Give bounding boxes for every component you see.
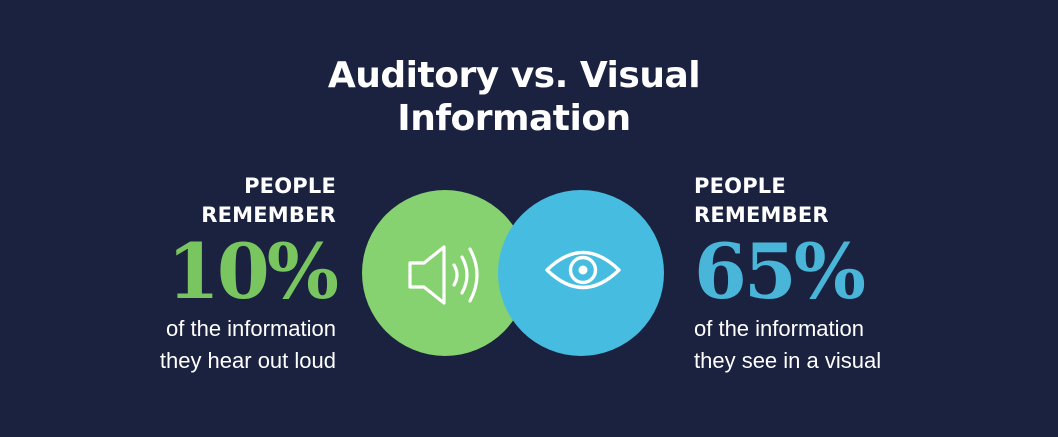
visual-kicker-line-2: REMEMBER	[694, 203, 829, 227]
auditory-kicker-line-1: PEOPLE	[244, 174, 336, 198]
page-title: Auditory vs. Visual Information	[0, 54, 1028, 140]
eye-icon	[544, 245, 622, 295]
auditory-caption-line-1: of the information	[166, 316, 336, 341]
speaker-icon	[406, 241, 488, 309]
auditory-percent: 10%	[167, 227, 339, 316]
auditory-caption-line-2: they hear out loud	[159, 348, 336, 373]
auditory-stat: PEOPLE REMEMBER 10% of the information t…	[159, 172, 339, 376]
visual-stat: PEOPLE REMEMBER 65% of the information t…	[694, 172, 881, 376]
visual-caption-line-2: they see in a visual	[694, 348, 882, 373]
auditory-kicker-line-2: REMEMBER	[201, 203, 336, 227]
title-line-2: Information	[397, 98, 631, 139]
visual-kicker-line-1: PEOPLE	[694, 174, 786, 198]
title-line-1: Auditory vs. Visual	[327, 55, 701, 96]
visual-caption-line-1: of the information	[694, 316, 864, 341]
visual-percent: 65%	[694, 227, 866, 316]
